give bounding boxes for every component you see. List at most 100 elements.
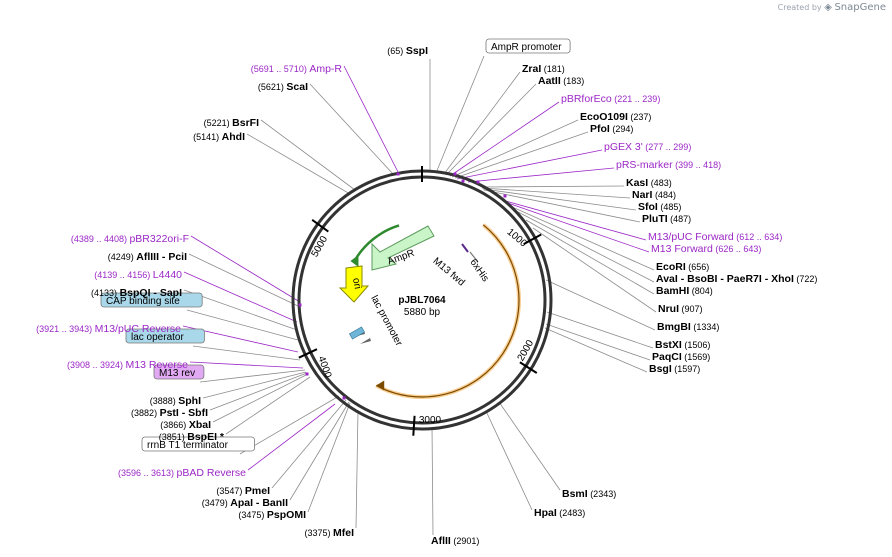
map-label-bspei[interactable]: (3851) BspEI * [159, 431, 225, 443]
leader-m13-rev [199, 369, 306, 383]
label-name: pBR322ori-F [129, 233, 189, 245]
leader-afliii-pcii [188, 253, 299, 307]
label-text: (4249) AflIII - PciI [108, 251, 187, 263]
label-position: (3908 .. 3924) [67, 360, 126, 370]
map-label-aatii[interactable]: AatII (183) [538, 75, 584, 87]
label-text: (3596 .. 3613) pBAD Reverse [118, 467, 246, 479]
label-name: SphI [178, 395, 201, 407]
map-label-pbr322ori-f[interactable]: (4389 .. 4408) pBR322ori-F [71, 233, 189, 245]
map-label-pbrforeco[interactable]: pBRforEco (221 .. 239) [561, 93, 660, 105]
label-text: (3888) SphI [150, 395, 201, 407]
m13-fwd-glyph [461, 243, 469, 253]
leader-pspomi [307, 402, 351, 513]
map-label-ampr-promoter[interactable]: AmpR promoter [485, 38, 571, 54]
map-label-xbai[interactable]: (3866) XbaI [160, 419, 211, 431]
label-text: (3908 .. 3924) M13 Reverse [67, 359, 188, 371]
map-label-amp-r[interactable]: (5691 .. 5710) Amp-R [251, 63, 343, 75]
map-label-m13-forward[interactable]: M13 Forward (626 .. 643) [651, 243, 761, 255]
label-position: (183) [561, 76, 585, 86]
feature-box-text: AmpR promoter [491, 42, 562, 53]
credit-prefix: Created by [777, 3, 822, 12]
map-label-pluti[interactable]: PluTI (487) [642, 213, 691, 225]
label-text: pGEX 3' (277 .. 299) [604, 141, 691, 153]
map-label-pgex-3[interactable]: pGEX 3' (277 .. 299) [604, 141, 691, 153]
label-position: (3547) [216, 486, 245, 496]
map-label-cap-binding-site[interactable]: CAP binding site [100, 292, 203, 308]
label-position: (5221) [204, 118, 233, 128]
his-tag-glyph [469, 251, 479, 263]
map-label-ahdi[interactable]: (5141) AhdI [193, 131, 245, 143]
map-label-bamhi[interactable]: BamHI (804) [656, 285, 713, 297]
leader-bsrfi [260, 119, 356, 191]
insert-region-arc [375, 224, 520, 398]
label-text: (4139 .. 4156) L4440 [94, 269, 182, 281]
map-label-ecoo109i[interactable]: EcoO109I (237) [580, 111, 651, 123]
leader-sphi [202, 371, 307, 399]
map-label-apai-banii[interactable]: (3479) ApaI - BanII [202, 497, 288, 509]
map-label-bsmi[interactable]: BsmI (2343) [562, 488, 616, 500]
leader-m13-forward [504, 201, 650, 253]
map-label-nari[interactable]: NarI (484) [632, 189, 676, 201]
map-label-sfoi[interactable]: SfoI (485) [638, 201, 681, 213]
label-position: (5621) [258, 82, 287, 92]
map-label-rrnb-t1-terminator[interactable]: rrnB T1 terminator [141, 436, 255, 452]
feature-box [125, 328, 205, 344]
map-label-paqci[interactable]: PaqCI (1569) [652, 351, 710, 363]
map-label-m13-reverse[interactable]: (3908 .. 3924) M13 Reverse [67, 359, 188, 371]
map-label-scai[interactable]: (5621) ScaI [258, 81, 308, 93]
map-label-bsgi[interactable]: BsgI (1597) [649, 363, 700, 375]
feature-box-text: CAP binding site [106, 296, 180, 307]
leader-pfoi [454, 131, 589, 179]
leader-bsmi [498, 401, 561, 491]
map-label-kasi[interactable]: KasI (483) [626, 177, 672, 189]
label-text: NarI (484) [632, 189, 676, 201]
label-text: PluTI (487) [642, 213, 691, 225]
label-name: ZraI [522, 63, 541, 75]
leader-mfei [355, 409, 359, 529]
map-label-m13-rev[interactable]: M13 rev [153, 364, 205, 380]
map-label-ecori[interactable]: EcoRI (656) [656, 261, 709, 273]
map-label-nrui[interactable]: NruI (907) [658, 303, 703, 315]
label-text: HpaI (2483) [534, 507, 585, 519]
map-label-avai-bsobi-paer7i-xhoi[interactable]: AvaI - BsoBI - PaeR7I - XhoI (722) [656, 273, 817, 285]
map-label-zrai[interactable]: ZraI (181) [522, 63, 565, 75]
map-label-prs-marker[interactable]: pRS-marker (399 .. 418) [616, 159, 721, 171]
leader-ampr-promoter [435, 55, 485, 174]
label-position: (3479) [202, 498, 231, 508]
label-position: (237) [628, 112, 652, 122]
map-label-bmgbi[interactable]: BmgBI (1334) [657, 321, 719, 333]
label-name: AflII [431, 535, 451, 547]
ampr-feature[interactable] [371, 225, 435, 271]
map-label-lac-operator[interactable]: lac operator [125, 328, 205, 344]
label-name: PmeI [245, 485, 270, 497]
map-label-pspomi[interactable]: (3475) PspOMI [238, 509, 306, 521]
label-name: AatII [538, 75, 561, 87]
map-label-mfei[interactable]: (3375) MfeI [304, 527, 354, 539]
leader-bspei [225, 376, 311, 435]
leader-paqci [545, 323, 651, 361]
map-label-bstxi[interactable]: BstXI (1506) [655, 339, 710, 351]
map-label-aflii[interactable]: AflII (2901) [431, 535, 479, 547]
label-name: NarI [632, 189, 653, 201]
map-label-psti-sbfi[interactable]: (3882) PstI - SbfI [131, 407, 208, 419]
map-label-l4440[interactable]: (4139 .. 4156) L4440 [94, 269, 182, 281]
label-position: (3851) [159, 432, 188, 442]
tick-mark-3000 [412, 415, 416, 436]
insert-region-arrowhead [376, 380, 385, 391]
map-label-bsrfi[interactable]: (5221) BsrFI [204, 117, 259, 129]
map-label-m13-puc-reverse[interactable]: (3921 .. 3943) M13/pUC Reverse [36, 323, 181, 335]
map-label-pbad-reverse[interactable]: (3596 .. 3613) pBAD Reverse [118, 467, 246, 479]
map-label-m13-puc-forward[interactable]: M13/pUC Forward (612 .. 634) [648, 231, 782, 243]
ori-feature[interactable] [338, 265, 370, 303]
label-name: pBAD Reverse [177, 467, 247, 479]
map-label-pfoi[interactable]: PfoI (294) [590, 123, 633, 135]
map-label-hpai[interactable]: HpaI (2483) [534, 507, 585, 519]
map-label-sspi[interactable]: (65) SspI [387, 45, 428, 57]
map-label-bspqi-sapi[interactable]: (4133) BspQI - SapI [91, 287, 182, 299]
label-position: (3475) [238, 510, 267, 520]
map-label-afliii-pcii[interactable]: (4249) AflIII - PciI [108, 251, 187, 263]
label-text: EcoO109I (237) [580, 111, 651, 123]
map-label-sphi[interactable]: (3888) SphI [150, 395, 201, 407]
map-label-pmei[interactable]: (3547) PmeI [216, 485, 270, 497]
